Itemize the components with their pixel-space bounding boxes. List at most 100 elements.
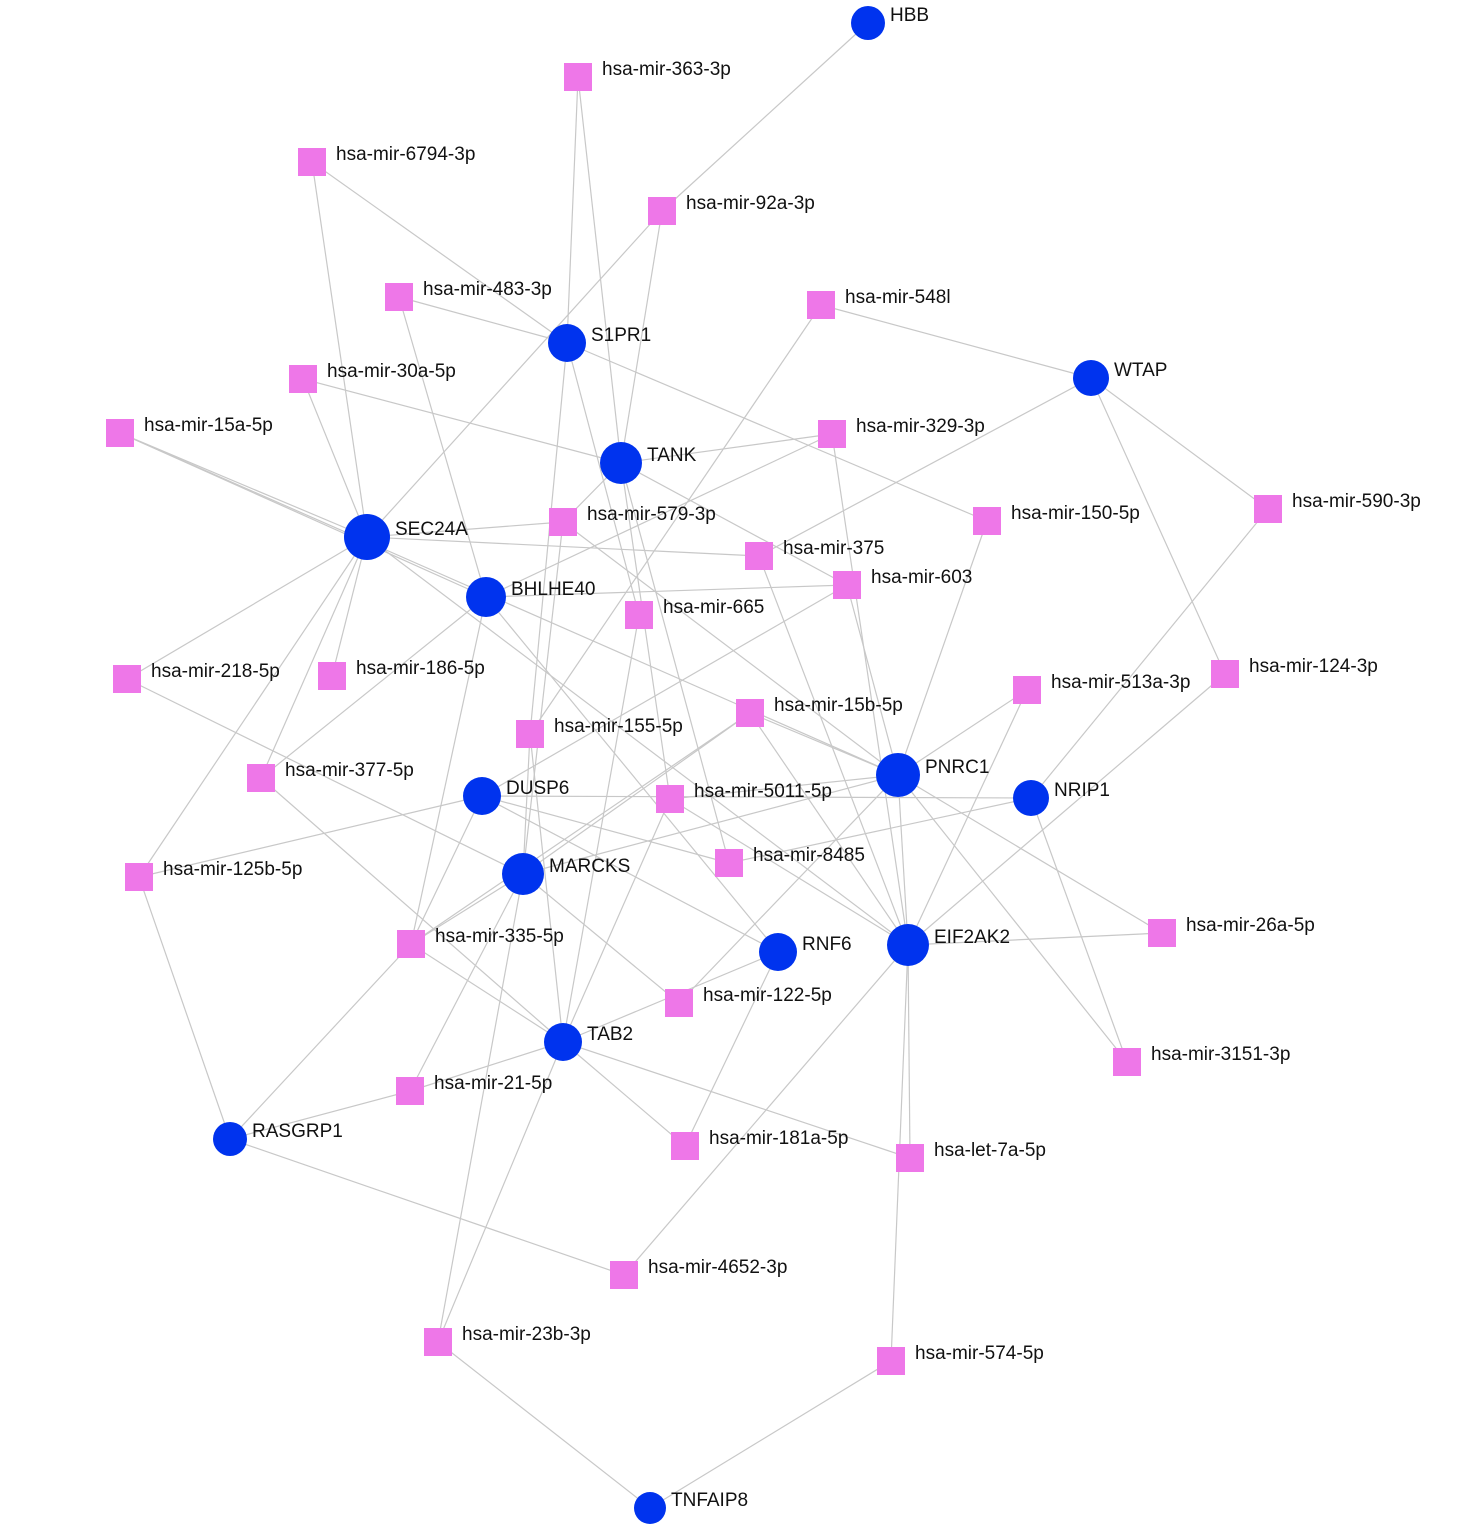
mirna-node-hsa-mir-155-5p[interactable]: hsa-mir-155-5p: [516, 716, 683, 748]
mirna-square: [833, 571, 861, 599]
node-label: hsa-mir-26a-5p: [1186, 915, 1315, 936]
gene-circle: [1013, 780, 1049, 816]
mirna-node-hsa-mir-26a-5p[interactable]: hsa-mir-26a-5p: [1148, 915, 1315, 947]
gene-circle: [851, 6, 885, 40]
mirna-square: [549, 508, 577, 536]
gene-node-bhlhe40[interactable]: BHLHE40: [466, 577, 596, 617]
mirna-node-hsa-mir-30a-5p[interactable]: hsa-mir-30a-5p: [289, 361, 456, 393]
edge-hsa-mir-590-3p-to-nrip1: [1030, 508, 1269, 799]
node-label: hsa-mir-218-5p: [151, 661, 280, 682]
edge-hsa-mir-375-to-eif2ak2: [758, 555, 909, 946]
gene-circle: [502, 853, 544, 895]
node-label: EIF2AK2: [934, 927, 1010, 948]
gene-node-tank[interactable]: TANK: [600, 442, 697, 484]
mirna-square: [656, 785, 684, 813]
mirna-node-hsa-mir-218-5p[interactable]: hsa-mir-218-5p: [113, 661, 280, 693]
edge-tank-to-hsa-mir-329-3p: [620, 433, 833, 464]
mirna-node-hsa-mir-548l[interactable]: hsa-mir-548l: [807, 287, 951, 319]
gene-circle: [1073, 360, 1109, 396]
mirna-node-hsa-mir-6794-3p[interactable]: hsa-mir-6794-3p: [298, 144, 475, 176]
mirna-square: [1013, 676, 1041, 704]
mirna-node-hsa-mir-513a-3p[interactable]: hsa-mir-513a-3p: [1013, 672, 1190, 704]
node-label: TANK: [647, 445, 697, 466]
edge-hbb-to-hsa-mir-92a-3p: [661, 22, 869, 212]
node-label: hsa-mir-363-3p: [602, 59, 731, 80]
gene-node-dusp6[interactable]: DUSP6: [463, 777, 569, 815]
edge-hsa-mir-483-3p-to-s1pr1: [398, 296, 568, 344]
mirna-node-hsa-mir-150-5p[interactable]: hsa-mir-150-5p: [973, 503, 1140, 535]
mirna-node-hsa-mir-3151-3p[interactable]: hsa-mir-3151-3p: [1113, 1044, 1290, 1076]
mirna-node-hsa-mir-21-5p[interactable]: hsa-mir-21-5p: [396, 1073, 552, 1105]
mirna-node-hsa-mir-8485[interactable]: hsa-mir-8485: [715, 845, 865, 877]
node-label: hsa-mir-548l: [845, 287, 951, 308]
node-label: DUSP6: [506, 778, 569, 799]
node-label: WTAP: [1114, 360, 1167, 381]
mirna-node-hsa-mir-186-5p[interactable]: hsa-mir-186-5p: [318, 658, 485, 690]
edge-hsa-mir-23b-3p-to-tnfaip8: [437, 1341, 651, 1509]
gene-circle: [544, 1023, 582, 1061]
edge-hsa-mir-603-to-dusp6: [481, 584, 848, 797]
gene-node-tnfaip8[interactable]: TNFAIP8: [634, 1490, 748, 1524]
edge-hsa-mir-513a-3p-to-pnrc1: [897, 689, 1028, 776]
mirna-node-hsa-mir-483-3p[interactable]: hsa-mir-483-3p: [385, 279, 552, 311]
edge-tab2-to-hsa-let-7a-5p: [562, 1041, 911, 1159]
mirna-node-hsa-mir-329-3p[interactable]: hsa-mir-329-3p: [818, 416, 985, 448]
mirna-square: [736, 699, 764, 727]
gene-node-nrip1[interactable]: NRIP1: [1013, 780, 1110, 816]
gene-node-pnrc1[interactable]: PNRC1: [876, 753, 989, 797]
edge-hsa-mir-6794-3p-to-sec24a: [311, 161, 368, 538]
mirna-node-hsa-mir-15a-5p[interactable]: hsa-mir-15a-5p: [106, 415, 273, 447]
edge-hsa-mir-335-5p-to-rasgrp1: [229, 943, 412, 1140]
gene-node-marcks[interactable]: MARCKS: [502, 853, 630, 895]
gene-node-wtap[interactable]: WTAP: [1073, 360, 1167, 396]
mirna-node-hsa-mir-122-5p[interactable]: hsa-mir-122-5p: [665, 985, 832, 1017]
node-label: hsa-mir-574-5p: [915, 1343, 1044, 1364]
edge-tab2-to-hsa-mir-23b-3p: [437, 1041, 564, 1343]
mirna-node-hsa-mir-125b-5p[interactable]: hsa-mir-125b-5p: [125, 859, 302, 891]
edge-hsa-mir-579-3p-to-pnrc1: [562, 521, 899, 776]
edge-wtap-to-hsa-mir-375: [758, 377, 1092, 557]
gene-node-tab2[interactable]: TAB2: [544, 1023, 633, 1061]
edge-hsa-mir-6794-3p-to-s1pr1: [311, 161, 568, 344]
gene-node-s1pr1[interactable]: S1PR1: [548, 324, 651, 362]
mirna-node-hsa-mir-665[interactable]: hsa-mir-665: [625, 597, 764, 629]
mirna-square: [106, 419, 134, 447]
edge-eif2ak2-to-hsa-let-7a-5p: [907, 944, 911, 1159]
edge-hsa-mir-8485-to-dusp6: [481, 795, 730, 864]
gene-node-rasgrp1[interactable]: RASGRP1: [213, 1121, 343, 1156]
gene-node-hbb[interactable]: HBB: [851, 5, 929, 40]
mirna-node-hsa-mir-377-5p[interactable]: hsa-mir-377-5p: [247, 760, 414, 792]
mirna-square: [973, 507, 1001, 535]
mirna-node-hsa-mir-23b-3p[interactable]: hsa-mir-23b-3p: [424, 1324, 591, 1356]
gene-node-eif2ak2[interactable]: EIF2AK2: [887, 924, 1010, 966]
mirna-node-hsa-mir-92a-3p[interactable]: hsa-mir-92a-3p: [648, 193, 815, 225]
edge-eif2ak2-to-hsa-mir-26a-5p: [907, 932, 1163, 946]
edge-hsa-mir-363-3p-to-s1pr1: [566, 76, 579, 344]
edge-wtap-to-hsa-mir-124-3p: [1090, 377, 1226, 675]
node-label: PNRC1: [925, 757, 989, 778]
edge-hsa-mir-329-3p-to-eif2ak2: [831, 433, 909, 946]
edge-dusp6-to-rnf6: [481, 795, 779, 953]
mirna-node-hsa-let-7a-5p[interactable]: hsa-let-7a-5p: [896, 1140, 1046, 1172]
edge-bhlhe40-to-hsa-mir-377-5p: [260, 596, 487, 779]
edge-hsa-mir-329-3p-to-bhlhe40: [485, 433, 833, 598]
gene-node-rnf6[interactable]: RNF6: [759, 933, 852, 971]
node-label: hsa-mir-21-5p: [434, 1073, 552, 1094]
mirna-node-hsa-mir-5011-5p[interactable]: hsa-mir-5011-5p: [656, 781, 832, 813]
mirna-node-hsa-mir-4652-3p[interactable]: hsa-mir-4652-3p: [610, 1257, 787, 1289]
mirna-node-hsa-mir-363-3p[interactable]: hsa-mir-363-3p: [564, 59, 731, 91]
node-label: hsa-mir-30a-5p: [327, 361, 456, 382]
mirna-square: [289, 365, 317, 393]
mirna-node-hsa-mir-579-3p[interactable]: hsa-mir-579-3p: [549, 504, 716, 536]
mirna-square: [610, 1261, 638, 1289]
mirna-node-hsa-mir-375[interactable]: hsa-mir-375: [745, 538, 884, 570]
mirna-node-hsa-mir-124-3p[interactable]: hsa-mir-124-3p: [1211, 656, 1378, 688]
mirna-node-hsa-mir-574-5p[interactable]: hsa-mir-574-5p: [877, 1343, 1044, 1375]
mirna-node-hsa-mir-603[interactable]: hsa-mir-603: [833, 567, 972, 599]
mirna-node-hsa-mir-15b-5p[interactable]: hsa-mir-15b-5p: [736, 695, 903, 727]
gene-node-sec24a[interactable]: SEC24A: [344, 514, 468, 560]
mirna-node-hsa-mir-181a-5p[interactable]: hsa-mir-181a-5p: [671, 1128, 848, 1160]
mirna-node-hsa-mir-590-3p[interactable]: hsa-mir-590-3p: [1254, 491, 1421, 523]
mirna-node-hsa-mir-335-5p[interactable]: hsa-mir-335-5p: [397, 926, 564, 958]
